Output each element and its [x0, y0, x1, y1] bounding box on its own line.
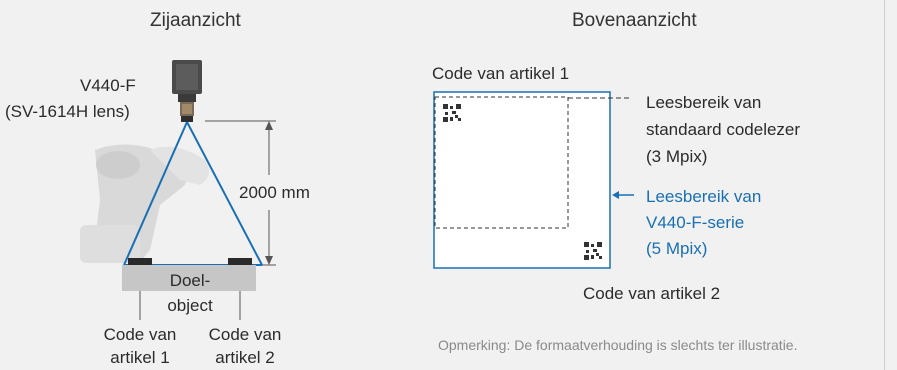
side-view-title: Zijaanzicht [150, 10, 241, 31]
panel-divider [884, 0, 885, 370]
camera-icon [172, 60, 202, 122]
code-1-label-line2: artikel 1 [110, 348, 170, 367]
code-2-label-line2: artikel 2 [215, 348, 275, 367]
qr-code-2-icon [583, 241, 603, 261]
v440-range-line2: V440-F-serie [646, 213, 745, 232]
v440-range-line1: Leesbereik van [646, 187, 762, 206]
target-label-line1: Doel- [169, 271, 211, 290]
camera-model-label: V440-F [80, 76, 136, 95]
standard-read-area [434, 96, 569, 229]
code-1-label-line1: Code van [103, 325, 177, 344]
robot-arm-illustration [80, 144, 209, 263]
aspect-ratio-note: Opmerking: De formaatverhouding is slech… [438, 337, 798, 353]
v440-range-line3: (5 Mpix) [646, 239, 708, 258]
code-1-marker [128, 258, 152, 265]
distance-label: 2000 mm [239, 183, 310, 202]
camera-lens-label: (SV-1614H lens) [5, 102, 130, 121]
code-2-marker [228, 258, 252, 265]
code-2-label-line1: Code van [208, 325, 282, 344]
top-view-title: Bovenaanzicht [572, 10, 697, 31]
target-object [122, 258, 256, 320]
standard-range-line1: Leesbereik van [646, 93, 762, 112]
top-code-1-label: Code van artikel 1 [432, 64, 570, 83]
top-code-2-label: Code van artikel 2 [583, 284, 721, 303]
target-label-line2: object [167, 296, 213, 315]
qr-code-1-icon [442, 103, 462, 123]
standard-range-line2: standaard codelezer [646, 120, 801, 139]
distance-dimension [205, 120, 276, 266]
v440-read-area [433, 91, 611, 269]
standard-range-line3: (3 Mpix) [646, 147, 708, 166]
v440-leader-arrow [612, 191, 634, 199]
